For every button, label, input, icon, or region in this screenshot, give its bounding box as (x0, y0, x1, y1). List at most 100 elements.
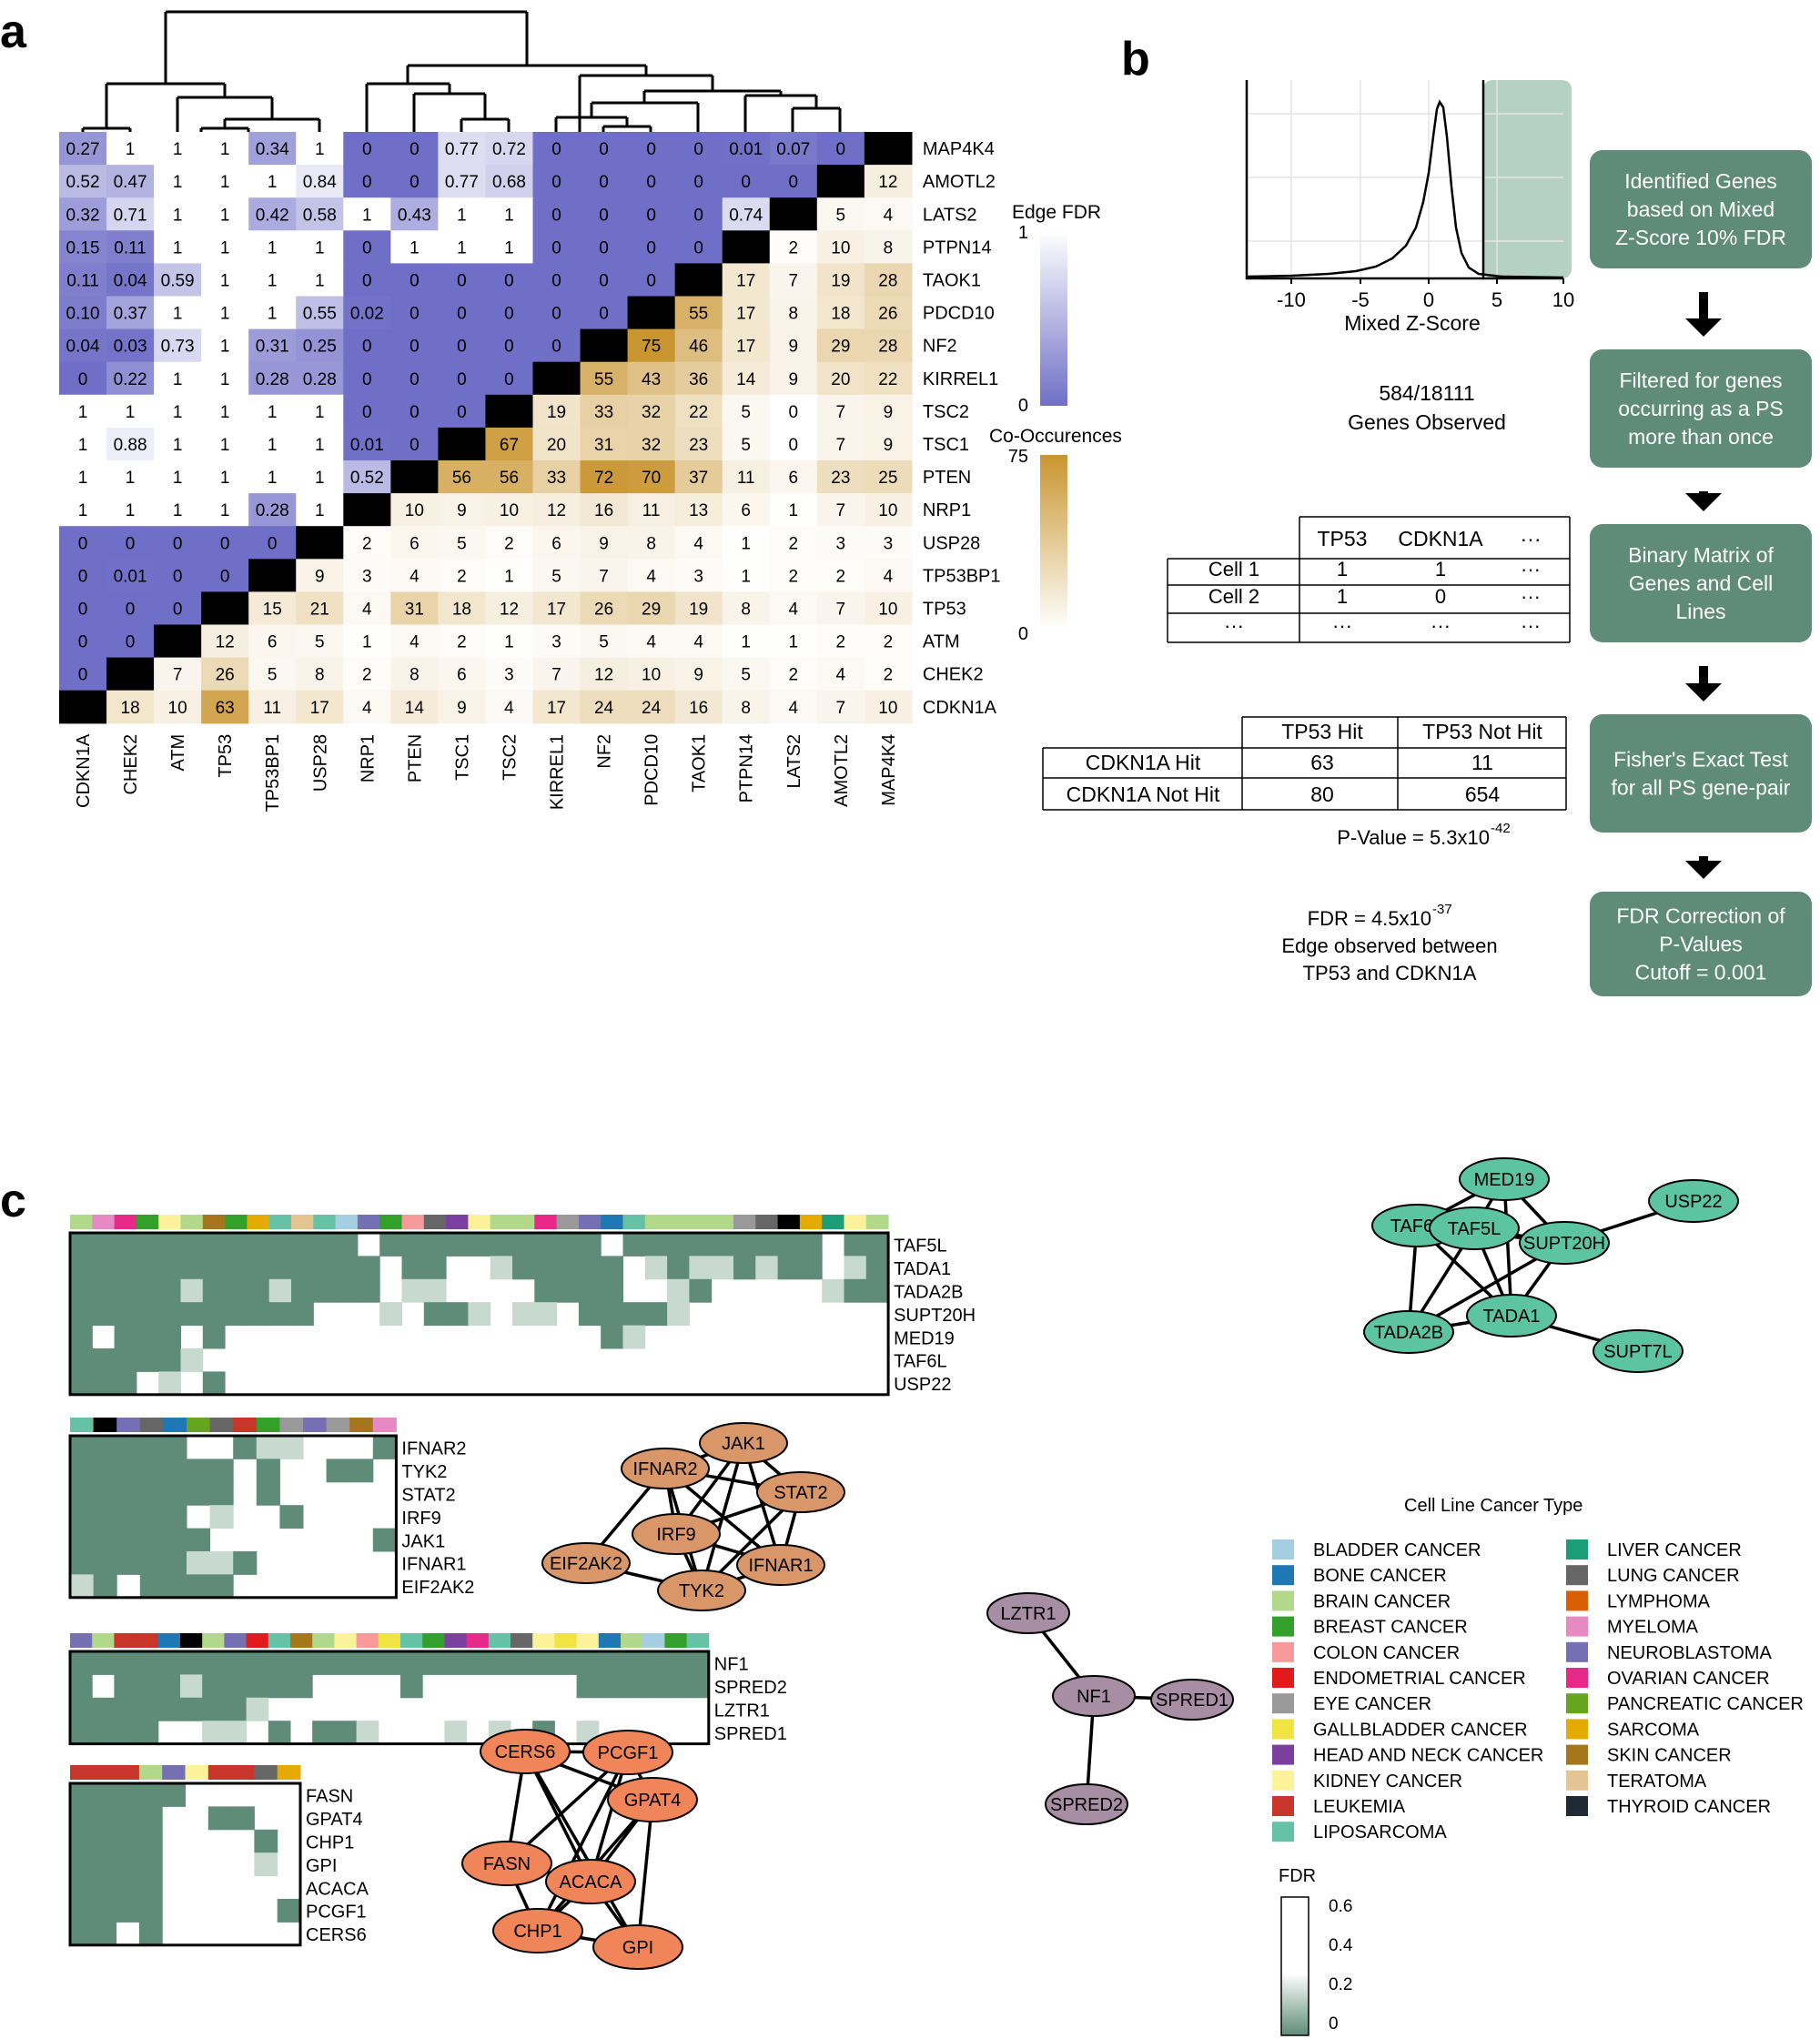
heatmap-cell-value: 18 (121, 699, 140, 718)
heatmap-cell-value: 14 (405, 699, 425, 718)
p-value-exponent: -42 (1491, 821, 1511, 836)
cancer-type-strip-cell (116, 1765, 140, 1780)
heatmap-cell (816, 690, 865, 724)
heatmap-cell-value: 1 (457, 238, 467, 257)
network-node (736, 1544, 825, 1586)
heatmap-cell (627, 690, 676, 724)
fdr-legend-tick: 0.6 (1329, 1897, 1352, 1916)
heatmap-cell (627, 263, 676, 298)
heatmap-cell-value: 0 (173, 534, 183, 553)
heatmap-cell (423, 1302, 447, 1327)
cancer-type-strip-cell (711, 1215, 734, 1229)
heatmap-cell-value: 17 (547, 699, 566, 718)
heatmap-cell (627, 624, 676, 659)
heatmap-cell (114, 1302, 137, 1327)
network-node-label: EIF2AK2 (550, 1554, 622, 1574)
heatmap-cell-value: 1 (315, 238, 325, 257)
heatmap-cell-value: 32 (642, 436, 661, 455)
heatmap-frame (68, 1231, 890, 1397)
flow-box-text: for all PS gene-pair (1612, 776, 1791, 800)
heatmap-cell-value: 2 (884, 633, 894, 652)
heatmap-cell (163, 1459, 187, 1483)
cancer-type-strip-cell (136, 1633, 159, 1648)
cancer-type-strip-cell (233, 1418, 258, 1432)
heatmap-cell-value: 7 (836, 600, 846, 619)
cancer-type-strip-cell (268, 1215, 292, 1229)
heatmap-cell-value: 29 (642, 600, 661, 619)
heatmap-cell (136, 1233, 159, 1257)
heatmap-cell-value: 2 (836, 633, 846, 652)
heatmap-cell (627, 165, 676, 198)
cancer-type-strip-cell (799, 1215, 823, 1229)
heatmap-cell-value: 2 (788, 666, 798, 685)
heatmap-cell (248, 690, 297, 724)
heatmap-cell (209, 1574, 234, 1599)
heatmap-cell (343, 526, 391, 560)
heatmap-cell (70, 1651, 93, 1675)
heatmap-cell (674, 394, 723, 429)
heatmap-cell-value: 7 (599, 567, 609, 586)
heatmap-cell-value: 8 (410, 666, 420, 685)
heatmap-cell (438, 657, 487, 691)
column-label: CHEK2 (121, 734, 141, 795)
flow-arrow (1685, 292, 1722, 337)
heatmap-cell (114, 1371, 137, 1396)
heatmap-cell-value: 9 (693, 666, 703, 685)
heatmap-row-label: SPRED2 (714, 1678, 787, 1698)
heatmap-cell (466, 1651, 490, 1675)
heatmap-cell (674, 559, 723, 592)
heatmap-cell (468, 1233, 491, 1257)
heatmap-cell (674, 690, 723, 724)
heatmap-cell (202, 1697, 225, 1721)
heatmap-cell-value: 13 (689, 501, 708, 520)
heatmap-cell (357, 1256, 380, 1280)
heatmap-cell (578, 1256, 602, 1280)
heatmap-cell (59, 263, 107, 298)
heatmap-cell-value: 0 (788, 403, 798, 422)
heatmap-cell (485, 526, 534, 560)
heatmap-cell (438, 230, 487, 264)
genes-observed-label: Genes Observed (1348, 410, 1506, 434)
cancer-type-strip-cell (468, 1215, 491, 1229)
heatmap-cell (154, 296, 202, 330)
heatmap-cell (343, 230, 391, 264)
heatmap-cell-value: 0 (268, 534, 278, 553)
heatmap-cell (485, 657, 534, 691)
table-cell: 654 (1465, 782, 1501, 806)
column-label: LATS2 (784, 734, 804, 789)
heatmap-cell-value: 0 (599, 305, 609, 324)
heatmap-cell (180, 1674, 203, 1699)
network-edge (636, 1799, 654, 1948)
heatmap-cell-value: 26 (594, 600, 613, 619)
heatmap-cell (291, 1256, 314, 1280)
network-node-label: SPRED2 (1050, 1795, 1123, 1815)
heatmap-cell (816, 197, 865, 231)
heatmap-cell-value: 3 (504, 666, 514, 685)
heatmap-cell-value: 1 (220, 469, 230, 488)
heatmap-cell (864, 328, 913, 363)
flow-box (1590, 714, 1812, 833)
legend-label: NEUROBLASTOMA (1607, 1643, 1772, 1663)
fdr-colorbar-title: Edge FDR (1012, 202, 1101, 223)
heatmap-cell (722, 132, 771, 166)
heatmap-cell (201, 197, 249, 231)
heatmap-cell (816, 657, 865, 691)
heatmap-cell (722, 526, 771, 560)
cancer-type-strip-cell (822, 1215, 844, 1229)
network-node (1466, 1294, 1557, 1337)
column-label: KIRREL1 (548, 734, 568, 810)
network-node-label: TADA1 (1483, 1307, 1541, 1327)
cancer-type-strip-cell (379, 1215, 402, 1229)
heatmap-cell (138, 1852, 163, 1877)
heatmap-cell (865, 1233, 889, 1257)
heatmap-cell-value: 4 (693, 633, 703, 652)
heatmap-cell (844, 1278, 867, 1303)
cancer-type-strip-cell (466, 1633, 490, 1648)
heatmap-cell (254, 1829, 278, 1853)
heatmap-cell (202, 1325, 226, 1349)
legend-swatch (1272, 1744, 1294, 1765)
cancer-type-strip-cell (422, 1633, 445, 1648)
heatmap-cell-value: 1 (78, 469, 88, 488)
heatmap-row-label: TAF5L (894, 1237, 947, 1257)
heatmap-cell (438, 263, 487, 298)
